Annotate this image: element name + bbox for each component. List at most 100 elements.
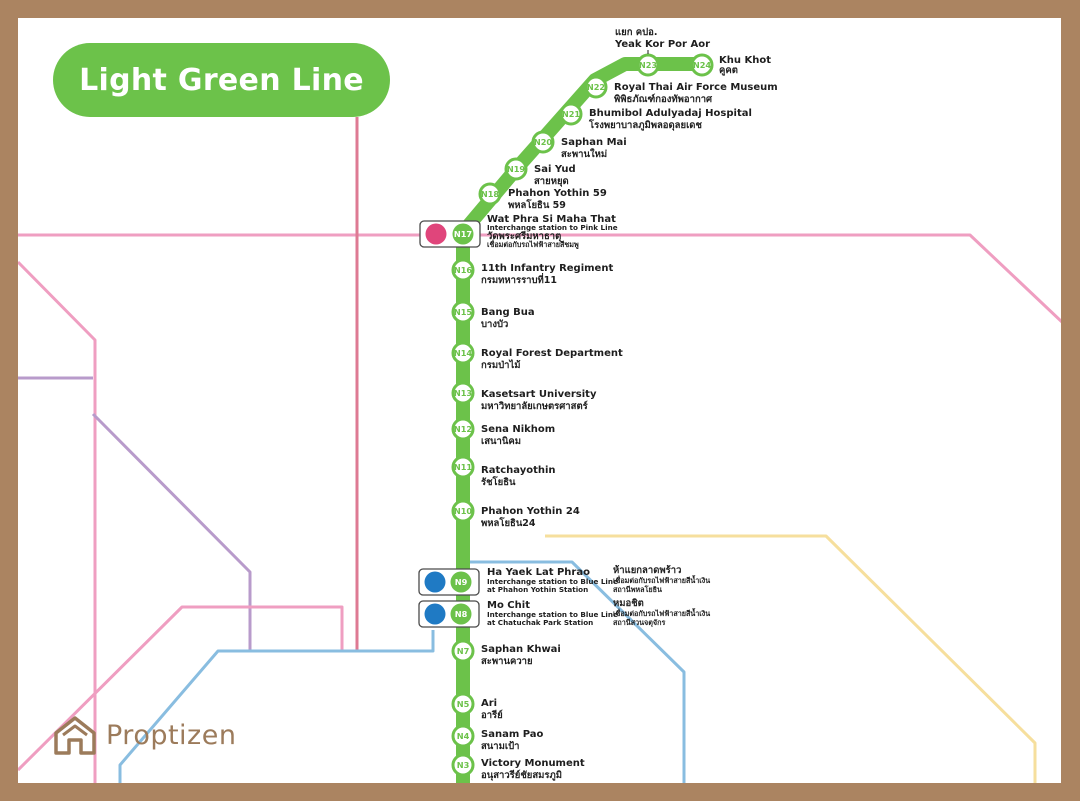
interchange-dot-n8 bbox=[424, 603, 446, 625]
station-name-n14: Royal Forest Department bbox=[481, 348, 623, 359]
station-note-thai-n9: เชื่อมต่อกับรถไฟฟ้าสายสีน้ำเงิน bbox=[613, 574, 710, 585]
blue-line-right bbox=[463, 560, 686, 783]
station-note2-n8: at Chatuchak Park Station bbox=[487, 618, 593, 627]
pink-line-top bbox=[18, 233, 1061, 324]
line-title: Light Green Line bbox=[79, 62, 364, 98]
station-code-n22: N22 bbox=[587, 82, 605, 92]
station-thai-n5: อารีย์ bbox=[481, 709, 503, 721]
station-code-n11: N11 bbox=[454, 462, 473, 472]
station-thai-n16: กรมทหารราบที่11 bbox=[481, 272, 557, 286]
station-name-n15: Bang Bua bbox=[481, 307, 535, 318]
station-circle-n18 bbox=[478, 182, 502, 206]
pink-line-left bbox=[18, 260, 97, 783]
station-code-n3: N3 bbox=[457, 760, 470, 770]
station-thai-n13: มหาวิทยาลัยเกษตรศาสตร์ bbox=[481, 400, 589, 412]
station-code-n18: N18 bbox=[481, 189, 500, 199]
station-thai-n3: อนุสาวรีย์ชัยสมรภูมิ bbox=[481, 769, 562, 782]
station-code-n19: N19 bbox=[507, 164, 526, 174]
station-circle-n17 bbox=[452, 223, 474, 245]
station-name-n13: Kasetsart University bbox=[481, 389, 597, 400]
station-thai-n19: สายหยุด bbox=[534, 176, 569, 187]
station-name-n3: Victory Monument bbox=[481, 758, 585, 769]
blue-line-left bbox=[118, 630, 435, 783]
station-circle-n21 bbox=[559, 102, 583, 126]
station-name-n20: Saphan Mai bbox=[561, 137, 627, 148]
station-thai-n21: โรงพยาบาลภูมิพลอดุลยเดช bbox=[588, 119, 702, 132]
station-thai-n10: พหลโยธิน24 bbox=[481, 517, 536, 529]
station-name-n4: Sanam Pao bbox=[481, 729, 544, 740]
station-note2-n9: at Phahon Yothin Station bbox=[487, 585, 588, 594]
station-thai-n17: วัดพระศรีมหาธาตุ bbox=[487, 230, 561, 242]
station-note-n8: Interchange station to Blue Line bbox=[487, 610, 618, 619]
brand-logo: Proptizen bbox=[54, 715, 236, 755]
station-note-n9: Interchange station to Blue Line bbox=[487, 577, 618, 586]
station-code-n14: N14 bbox=[454, 348, 473, 358]
station-code-n20: N20 bbox=[534, 137, 553, 147]
station-thai-n8: หมอชิต bbox=[613, 598, 644, 609]
station-circle-n4 bbox=[451, 724, 475, 748]
station-thai-n7: สะพานควาย bbox=[481, 656, 533, 667]
pink-line-bottom bbox=[18, 605, 344, 772]
station-note-thai-n8: เชื่อมต่อกับรถไฟฟ้าสายสีน้ำเงิน bbox=[613, 607, 710, 618]
station-code-n21: N21 bbox=[562, 109, 581, 119]
station-code-n10: N10 bbox=[454, 506, 473, 516]
station-circle-n14 bbox=[451, 341, 475, 365]
station-name-n5: Ari bbox=[481, 698, 497, 709]
station-circle-n20 bbox=[531, 130, 555, 154]
purple-line-diagonal bbox=[91, 412, 252, 651]
station-circle-n5 bbox=[451, 692, 475, 716]
station-name-n16: 11th Infantry Regiment bbox=[481, 263, 613, 274]
station-circle-n23 bbox=[636, 53, 660, 77]
station-name-n12: Sena Nikhom bbox=[481, 424, 555, 435]
station-note2-thai-n8: สถานีสวนจตุจักร bbox=[613, 618, 665, 627]
station-circle-n15 bbox=[451, 300, 475, 324]
station-code-n13: N13 bbox=[454, 388, 473, 398]
station-name-n22: Royal Thai Air Force Museum bbox=[614, 82, 778, 93]
station-code-n24: N24 bbox=[693, 60, 712, 70]
station-circle-n24 bbox=[690, 53, 714, 77]
interchange-dot-n9 bbox=[424, 571, 446, 593]
station-code-n15: N15 bbox=[454, 307, 473, 317]
station-code-n8: N8 bbox=[455, 609, 468, 619]
house-logo-icon bbox=[54, 716, 96, 755]
yellow-line bbox=[545, 534, 1037, 783]
station-name-n9: Ha Yaek Lat Phrao bbox=[487, 567, 590, 578]
station-code-n7: N7 bbox=[457, 646, 470, 656]
brand-name: Proptizen bbox=[106, 719, 237, 751]
station-circle-n8 bbox=[450, 603, 472, 625]
station-name-n24: Khu Khot bbox=[719, 55, 771, 66]
station-circle-n11 bbox=[451, 455, 475, 479]
station-circle-n16 bbox=[451, 258, 475, 282]
station-note-thai-n17: เชื่อมต่อกับรถไฟฟ้าสายสีชมพู bbox=[487, 239, 579, 250]
station-thai-n4: สนามเป้า bbox=[481, 740, 520, 752]
station-name-n8: Mo Chit bbox=[487, 600, 530, 611]
station-thai-n9: ห้าแยกลาดพร้าว bbox=[613, 564, 681, 576]
station-circle-n13 bbox=[451, 381, 475, 405]
station-name-n23: Yeak Kor Por Aor bbox=[614, 39, 710, 50]
other-lines bbox=[18, 117, 1061, 783]
line-title-badge: Light Green Line bbox=[53, 43, 390, 117]
station-thai-n12: เสนานิคม bbox=[481, 436, 521, 447]
station-circle-n19 bbox=[504, 157, 528, 181]
station-code-n23: N23 bbox=[639, 60, 658, 70]
station-note-n17: Interchange station to Pink Line bbox=[487, 223, 618, 232]
interchange-dot-n17 bbox=[425, 223, 447, 245]
station-name-n17: Wat Phra Si Maha That bbox=[487, 214, 616, 225]
station-thai-n15: บางบัว bbox=[481, 319, 508, 330]
station-name-n7: Saphan Khwai bbox=[481, 644, 561, 655]
station-code-n5: N5 bbox=[457, 699, 470, 709]
station-thai-n14: กรมป่าไม้ bbox=[481, 359, 521, 371]
station-name-n18: Phahon Yothin 59 bbox=[508, 188, 607, 199]
station-name-n10: Phahon Yothin 24 bbox=[481, 506, 580, 517]
station-thai-n18: พหลโยธิน 59 bbox=[508, 199, 566, 211]
station-note2-thai-n9: สถานีพหลโยธิน bbox=[613, 585, 662, 594]
station-name-n21: Bhumibol Adulyadaj Hospital bbox=[589, 108, 752, 119]
station-name-n19: Sai Yud bbox=[534, 164, 576, 175]
station-thai-n20: สะพานใหม่ bbox=[561, 148, 607, 160]
station-circle-n10 bbox=[451, 499, 475, 523]
station-code-n16: N16 bbox=[454, 265, 473, 275]
station-circle-n3 bbox=[451, 753, 475, 777]
